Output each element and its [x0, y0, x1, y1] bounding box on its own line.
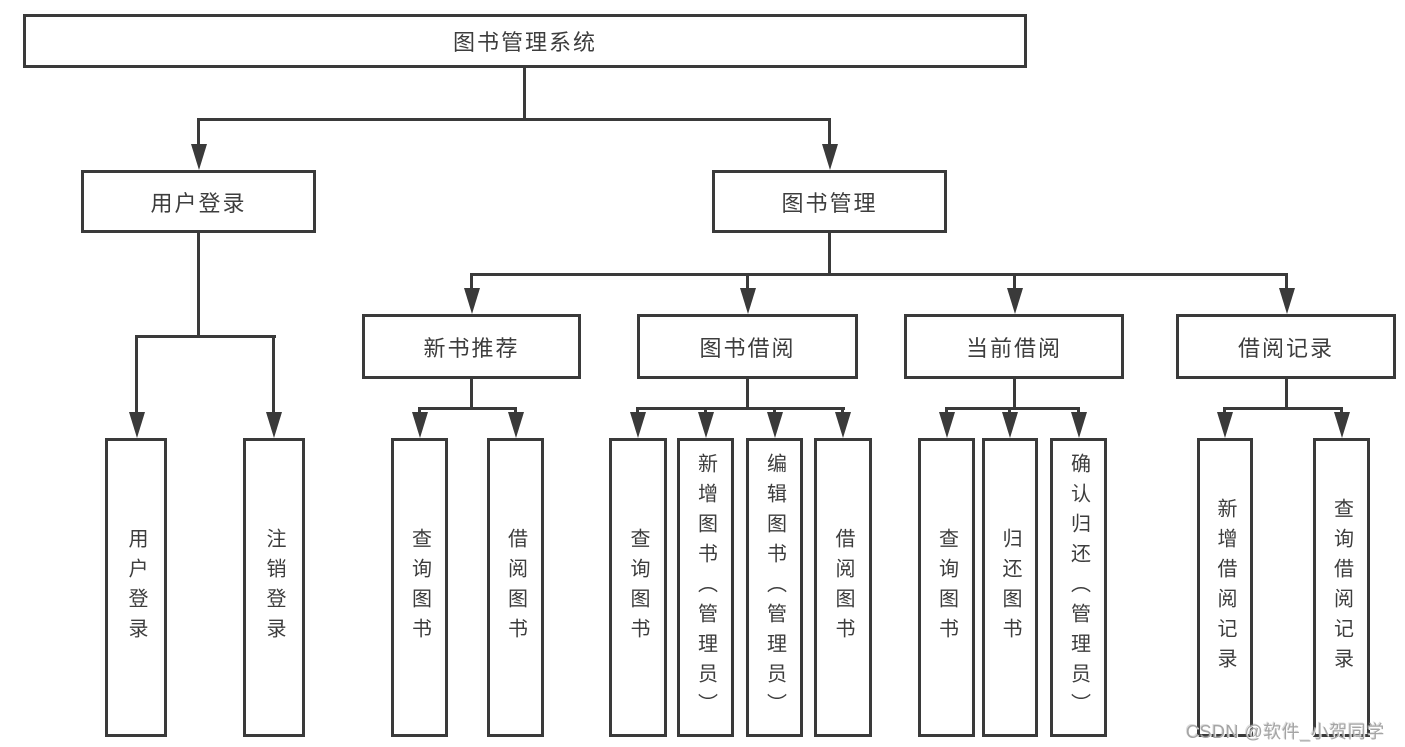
leaf-bb-add-book-admin: 新增图书（管理员） [677, 438, 734, 737]
arrow-to-bb-query [629, 407, 646, 438]
leaf-bb-query-books: 查询图书 [609, 438, 667, 737]
leaf-cb-confirm-return-admin-label: 确认归还（管理员） [1067, 452, 1090, 723]
arrow-to-book-borrow [739, 273, 756, 314]
leaf-br-query-record-label: 查询借阅记录 [1330, 497, 1353, 678]
connector-bb-rail [636, 407, 845, 410]
leaf-nbr-query-books-label: 查询图书 [408, 527, 431, 648]
leaf-bb-query-books-label: 查询图书 [627, 527, 649, 648]
arrow-to-cb-query [938, 407, 955, 438]
node-borrowing-records-label: 借阅记录 [1237, 335, 1334, 361]
leaf-cb-return-books: 归还图书 [982, 438, 1038, 737]
node-book-borrowing-label: 图书借阅 [699, 335, 796, 361]
connector-nbr-rail [418, 407, 517, 410]
node-book-management-label: 图书管理 [781, 190, 878, 216]
node-borrowing-records: 借阅记录 [1176, 314, 1396, 379]
node-new-book-recommend-label: 新书推荐 [423, 335, 520, 361]
leaf-user-login: 用户登录 [105, 438, 167, 737]
connector-br-stem [1285, 377, 1288, 410]
csdn-watermark: CSDN @软件_小贺同学 [1186, 722, 1385, 742]
arrow-to-book-mgmt [821, 118, 838, 170]
arrow-to-bb-edit [766, 407, 783, 438]
leaf-logout-label: 注销登录 [263, 527, 285, 648]
leaf-logout: 注销登录 [243, 438, 305, 737]
arrow-to-current-borrow [1006, 273, 1023, 314]
connector-nbr-stem [470, 377, 473, 410]
node-current-borrowing: 当前借阅 [904, 314, 1124, 379]
arrow-to-nbr-query [411, 407, 428, 438]
connector-bb-stem [746, 377, 749, 410]
node-root: 图书管理系统 [23, 14, 1027, 68]
connector-level3-rail [470, 273, 1288, 276]
leaf-bb-edit-book-admin: 编辑图书（管理员） [746, 438, 803, 737]
connector-book-mgmt-stem [828, 231, 831, 275]
leaf-nbr-borrow-books-label: 借阅图书 [504, 527, 527, 648]
connector-cb-rail [945, 407, 1080, 410]
arrow-to-user-login [190, 118, 207, 170]
arrow-to-br-add [1216, 407, 1233, 438]
arrow-to-leaf-user-login [128, 335, 145, 438]
arrow-to-borrow-records [1278, 273, 1295, 314]
node-root-label: 图书管理系统 [452, 30, 597, 55]
arrow-to-bb-borrow [834, 407, 851, 438]
leaf-bb-edit-book-admin-label: 编辑图书（管理员） [763, 452, 786, 723]
arrow-to-leaf-logout [265, 335, 282, 438]
arrow-to-br-query [1333, 407, 1350, 438]
node-new-book-recommend: 新书推荐 [362, 314, 581, 379]
arrow-to-cb-return [1001, 407, 1018, 438]
leaf-cb-confirm-return-admin: 确认归还（管理员） [1050, 438, 1107, 737]
connector-br-rail [1223, 407, 1343, 410]
leaf-user-login-label: 用户登录 [125, 527, 147, 648]
connector-root-stem [523, 66, 526, 121]
node-user-login-label: 用户登录 [150, 190, 247, 216]
leaf-bb-add-book-admin-label: 新增图书（管理员） [694, 452, 717, 723]
arrow-to-cb-confirm [1070, 407, 1087, 438]
arrow-to-nbr-borrow [507, 407, 524, 438]
arrow-to-bb-add [697, 407, 714, 438]
node-user-login: 用户登录 [81, 170, 316, 233]
leaf-cb-query-books-label: 查询图书 [935, 527, 958, 648]
leaf-nbr-borrow-books: 借阅图书 [487, 438, 544, 737]
arrow-to-new-book-rec [463, 273, 480, 314]
leaf-nbr-query-books: 查询图书 [391, 438, 448, 737]
node-current-borrowing-label: 当前借阅 [965, 335, 1062, 361]
connector-user-login-rail [135, 335, 276, 338]
leaf-bb-borrow-books-label: 借阅图书 [832, 527, 854, 648]
leaf-br-query-record: 查询借阅记录 [1313, 438, 1370, 737]
connector-level2-rail [197, 118, 831, 121]
node-book-borrowing: 图书借阅 [637, 314, 858, 379]
leaf-cb-return-books-label: 归还图书 [999, 527, 1021, 648]
leaf-br-add-record: 新增借阅记录 [1197, 438, 1253, 737]
leaf-bb-borrow-books: 借阅图书 [814, 438, 872, 737]
connector-cb-stem [1013, 377, 1016, 410]
node-book-management: 图书管理 [712, 170, 947, 233]
leaf-br-add-record-label: 新增借阅记录 [1214, 497, 1236, 678]
leaf-cb-query-books: 查询图书 [918, 438, 975, 737]
connector-user-login-stem [197, 231, 200, 338]
